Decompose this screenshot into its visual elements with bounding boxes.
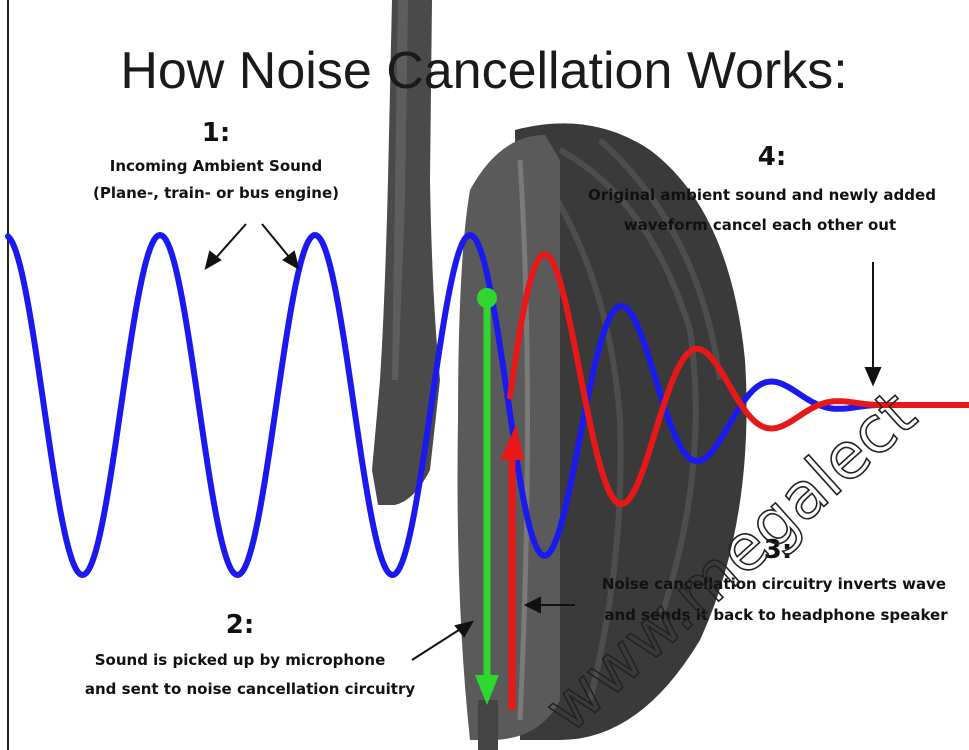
speaker-signal-arrowhead [500,425,524,460]
step-2-number: 2: [226,610,255,640]
headband [372,0,440,505]
ear-cushion-folds [542,137,723,701]
microphone-signal-arrowhead [475,675,499,705]
step-3-line-1: Noise cancellation circuitry inverts wav… [602,575,946,593]
step-3-line-2: and sends it back to headphone speaker [604,606,948,624]
step-3-number: 3: [764,535,793,565]
step-1-line-1: Incoming Ambient Sound [110,157,322,175]
step-1-line-2: (Plane-, train- or bus engine) [93,184,339,202]
step-2-line-1: Sound is picked up by microphone [95,651,386,669]
step-3-arrow [523,596,575,614]
step-1-arrows [204,223,300,271]
step-4-line-2: waveform cancel each other out [624,216,896,234]
inverted-sound-wave [507,251,969,508]
ear-cup [457,135,560,740]
page-title: How Noise Cancellation Works: [120,42,847,100]
headband-highlight [392,0,408,380]
ear-cup-edge [517,159,530,721]
ambient-sound-wave [5,231,969,579]
ear-cushion [515,123,747,741]
step-1-number: 1: [202,118,231,148]
step-4-arrow [864,262,882,387]
step-4-number: 4: [758,142,787,172]
microphone-dot [477,288,497,308]
step-2-line-2: and sent to noise cancellation circuitry [85,680,415,698]
step-4-line-1: Original ambient sound and newly added [588,186,936,204]
headphone-cable [478,700,498,750]
step-2-arrow [411,620,475,661]
